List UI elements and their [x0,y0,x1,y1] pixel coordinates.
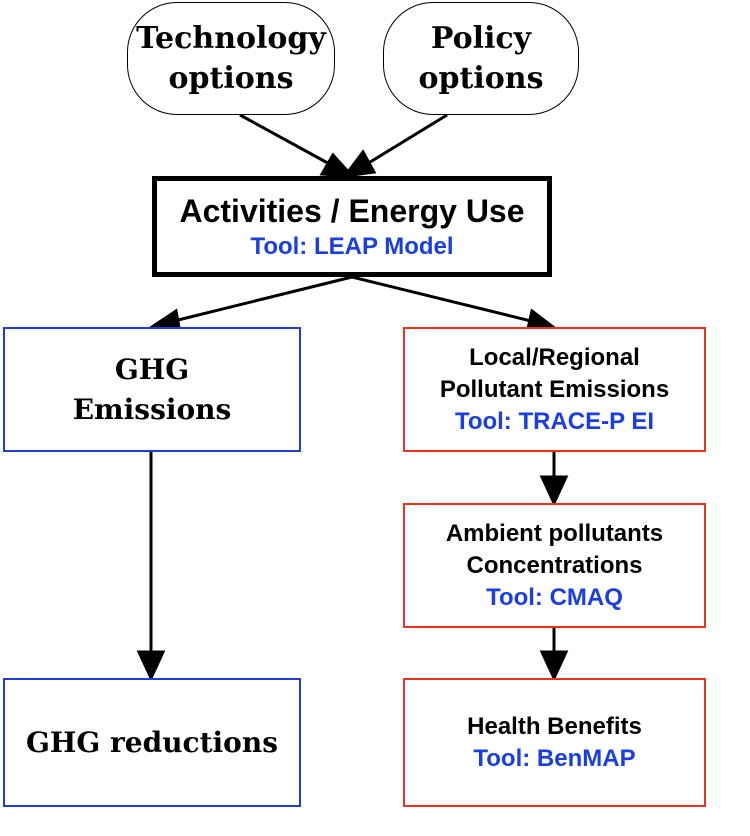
arrowhead-health [539,650,569,682]
ghg-reductions-label: GHG reductions [26,725,278,759]
arrow-technology-to-activities [239,113,336,169]
arrowhead-technology [319,152,356,178]
ambient-tool: Tool: CMAQ [486,583,623,611]
technology-line2: options [168,60,294,96]
policy-line1: Policy [430,20,532,56]
policy-options-node: Policy options [383,2,579,115]
technology-line1: Technology [136,20,326,56]
health-benefits-tool: Tool: BenMAP [473,744,636,772]
local-regional-line2: Pollutant Emissions [439,375,670,403]
local-regional-line1: Local/Regional [469,343,640,371]
ghg-emissions-line2: Emissions [72,392,232,426]
ambient-line1: Ambient pollutants [445,519,664,547]
health-benefits-label: Health Benefits [467,712,642,740]
technology-options-node: Technology options [127,2,335,115]
arrowhead-ambient [539,475,569,507]
policy-line2: options [418,60,544,96]
ambient-concentrations-node: Ambient pollutants Concentrations Tool: … [403,503,706,628]
activities-tool: Tool: LEAP Model [250,232,454,260]
ghg-emissions-line1: GHG [114,352,190,386]
health-benefits-node: Health Benefits Tool: BenMAP [403,678,706,807]
arrow-activities-to-local [351,275,536,324]
arrowhead-ghg-reductions [136,650,166,682]
ghg-emissions-node: GHG Emissions [3,327,301,452]
arrow-policy-to-activities [361,113,448,169]
activities-title: Activities / Energy Use [179,192,525,229]
local-regional-emissions-node: Local/Regional Pollutant Emissions Tool:… [403,327,706,452]
local-regional-tool: Tool: TRACE-P EI [454,407,655,435]
arrowhead-policy [341,149,377,178]
ghg-reductions-node: GHG reductions [3,678,301,807]
ambient-line2: Concentrations [466,551,643,579]
arrow-activities-to-ghg [169,275,353,324]
activities-energy-use-node: Activities / Energy Use Tool: LEAP Model [152,176,552,277]
